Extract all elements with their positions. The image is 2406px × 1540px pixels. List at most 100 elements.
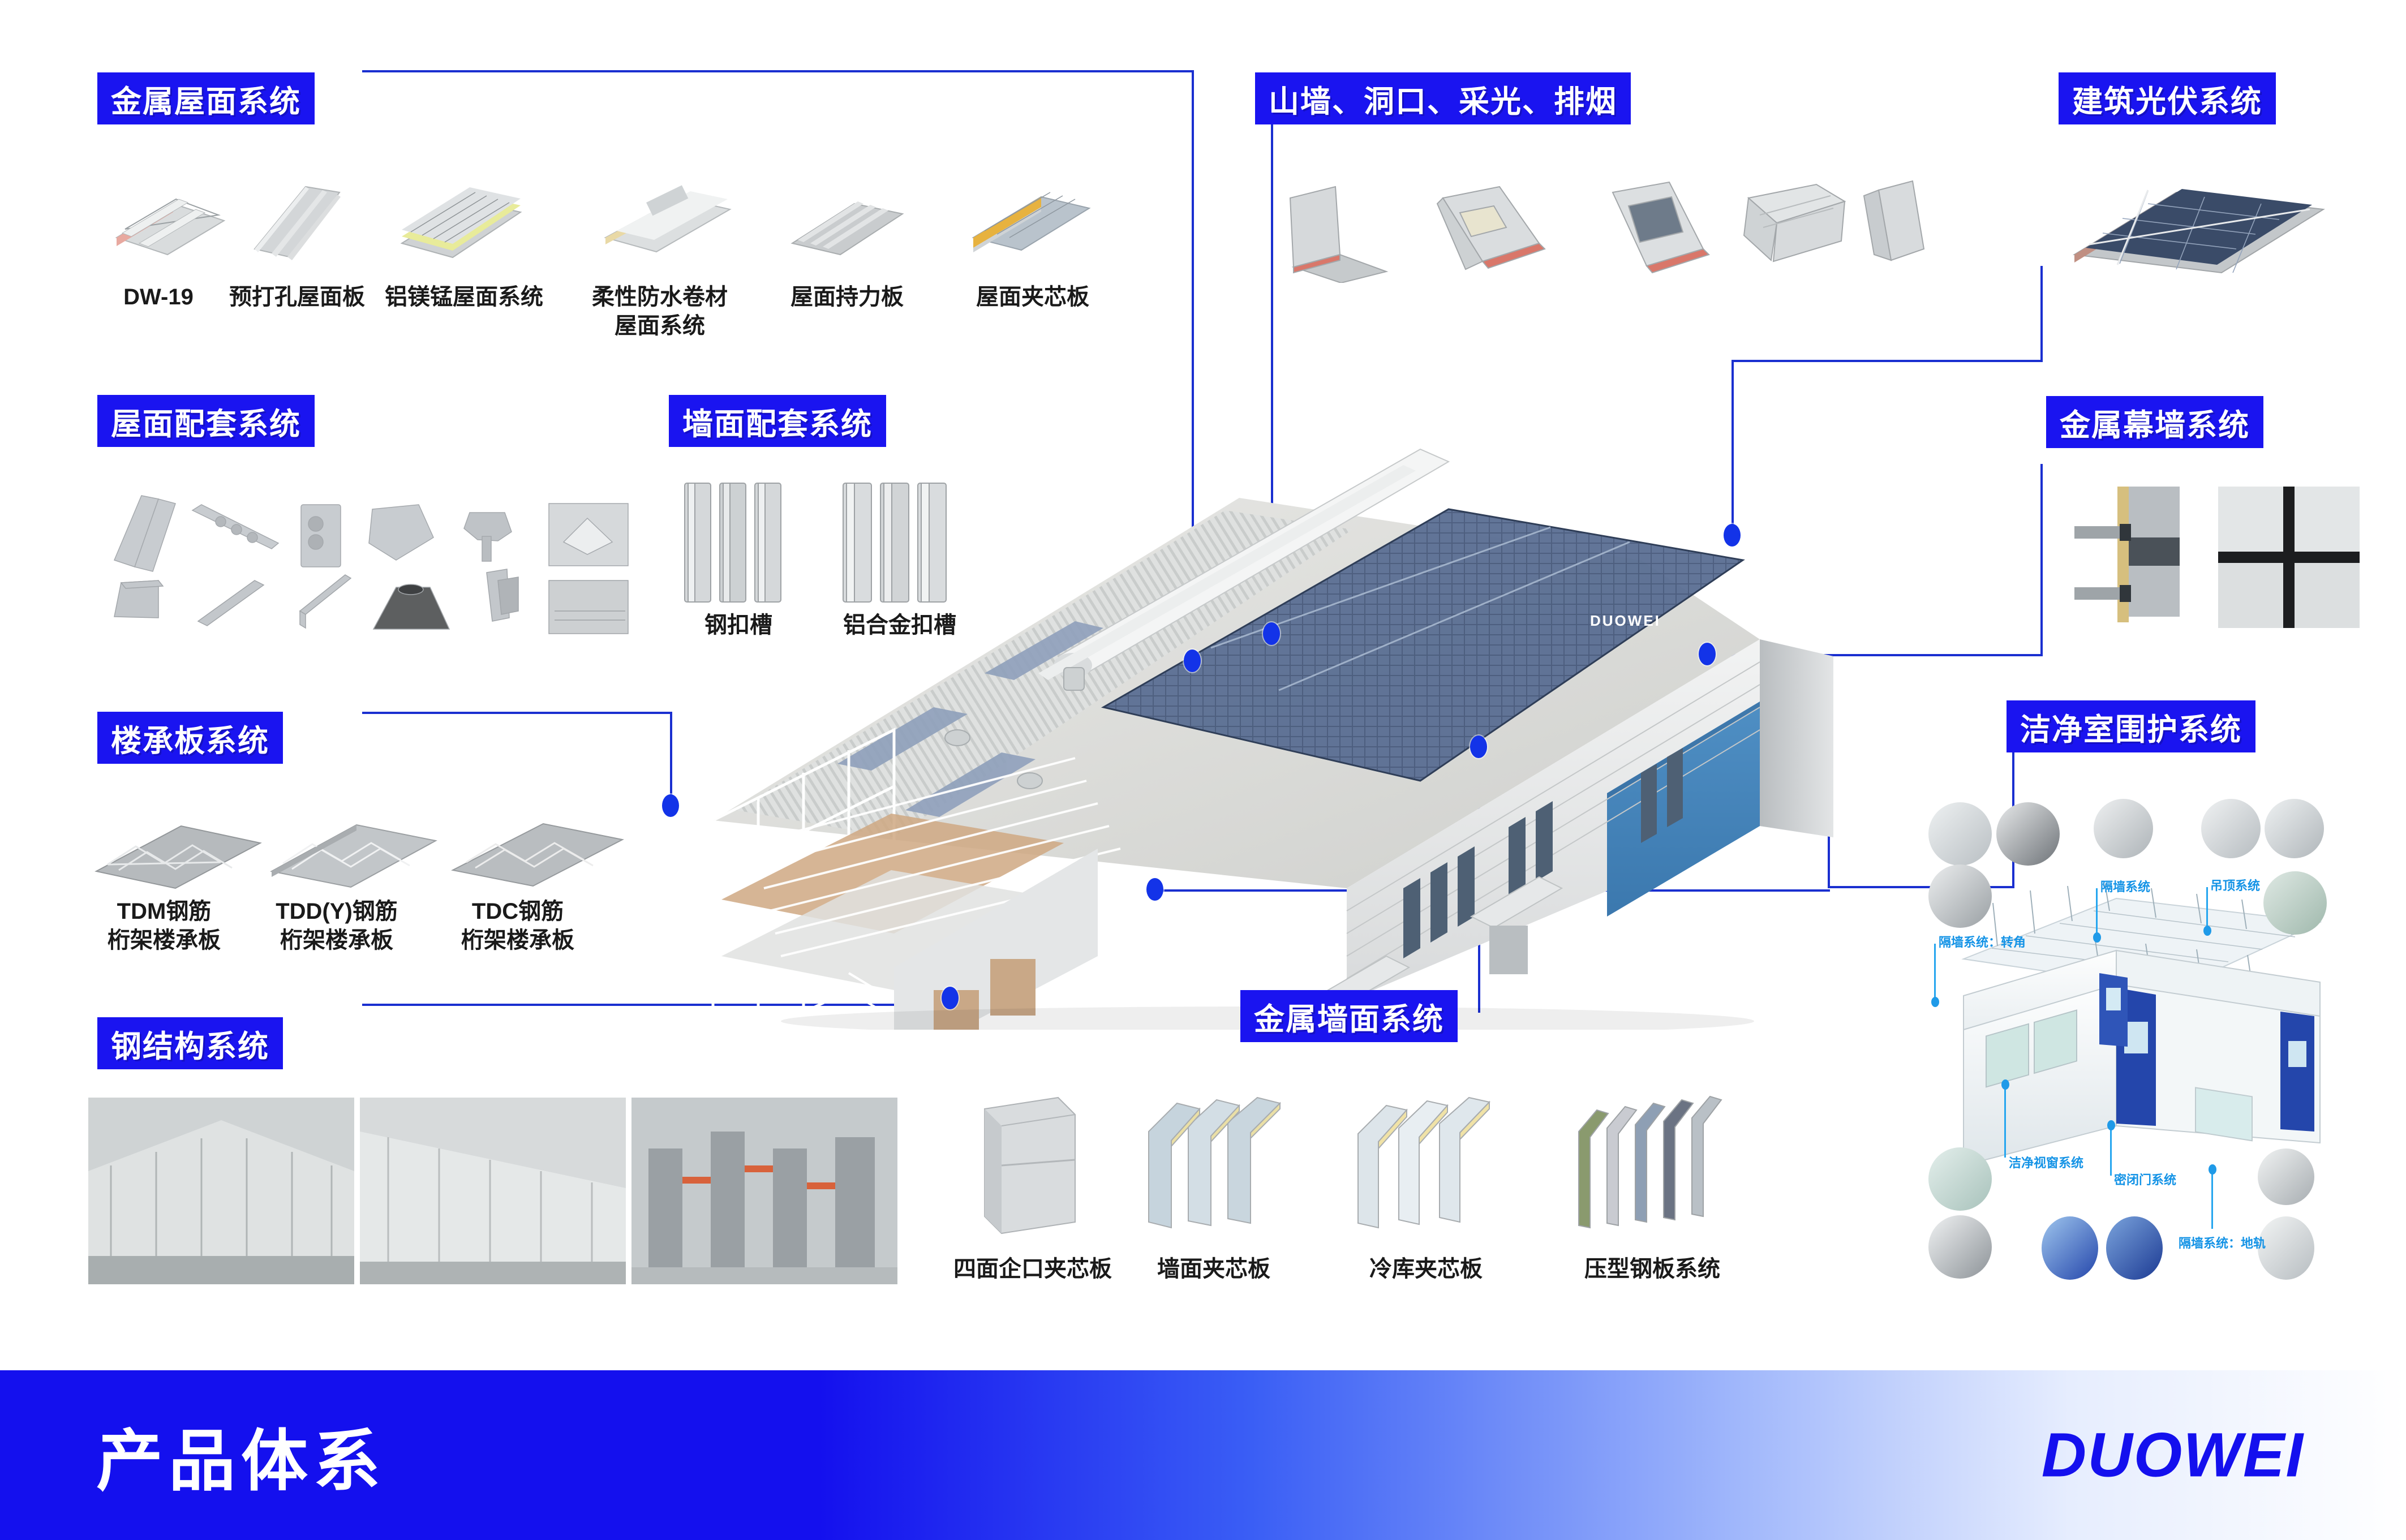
project-photo-steel-structure-1 bbox=[88, 1098, 354, 1284]
product-caption: DW-19 bbox=[123, 285, 194, 309]
connector-endpoint bbox=[1146, 878, 1163, 901]
connector-line bbox=[2040, 464, 2043, 656]
connector-endpoint bbox=[662, 794, 679, 817]
section-title-metal-wall[interactable]: 金属墙面系统 bbox=[1240, 990, 1458, 1042]
product-caption: 压型钢板系统 bbox=[1584, 1257, 1720, 1281]
connector-line bbox=[1732, 360, 1734, 535]
product-image-roof-sandwich-panel bbox=[962, 170, 1098, 272]
section-title-metal-curtain-wall[interactable]: 金属幕墙系统 bbox=[2046, 396, 2263, 448]
cleanroom-callout-dot bbox=[2209, 1164, 2216, 1175]
cleanroom-detail-photo bbox=[2094, 799, 2153, 858]
cleanroom-callout-line bbox=[1934, 944, 1936, 1003]
cleanroom-callout-line bbox=[2004, 1085, 2006, 1158]
cleanroom-label-window: 洁净视窗系统 bbox=[2009, 1156, 2084, 1170]
cleanroom-illustration bbox=[1930, 883, 2348, 1199]
product-caption: TDC钢筋 桁架楼承板 bbox=[461, 899, 574, 953]
product-image-roof-accessory-grid bbox=[102, 470, 651, 639]
connector-endpoint bbox=[1470, 735, 1487, 758]
product-image-four-side-tongue-groove-panel bbox=[968, 1092, 1092, 1239]
product-image-alu-mg-mn-roof bbox=[390, 170, 532, 272]
footer-title: 产品体系 bbox=[96, 1424, 386, 1499]
product-caption: 冷库夹芯板 bbox=[1369, 1257, 1483, 1281]
product-caption: 柔性防水卷材 屋面系统 bbox=[592, 285, 728, 339]
product-image-curtain-wall-joint bbox=[2218, 487, 2360, 628]
product-image-aluminium-buckle-groove bbox=[832, 475, 973, 611]
product-caption: 墙面夹芯板 bbox=[1157, 1257, 1270, 1281]
product-caption: 屋面夹芯板 bbox=[976, 285, 1089, 309]
product-image-wall-sandwich-panel bbox=[1137, 1092, 1301, 1239]
footer-bar: 产品体系 DUOWEI bbox=[0, 1370, 2406, 1540]
cleanroom-detail-photo bbox=[2263, 871, 2327, 935]
cleanroom-callout-line bbox=[2110, 1126, 2112, 1176]
cleanroom-detail-photo bbox=[2106, 1216, 2163, 1280]
cleanroom-callout-dot bbox=[1931, 997, 1939, 1007]
product-image-profiled-steel-plate-system bbox=[1567, 1092, 1737, 1245]
building-watermark: DUOWEI bbox=[1590, 612, 1661, 629]
product-image-cold-storage-sandwich-panel bbox=[1347, 1092, 1511, 1239]
section-title-metal-roof[interactable]: 金属屋面系统 bbox=[97, 72, 315, 124]
product-caption: TDD(Y)钢筋 桁架楼承板 bbox=[276, 899, 398, 953]
project-photo-steel-structure-3 bbox=[631, 1098, 897, 1284]
product-image-tdm-truss-deck bbox=[85, 792, 272, 894]
brand-logo: DUOWEI bbox=[2041, 1420, 2304, 1490]
cleanroom-callout-dot bbox=[2001, 1079, 2009, 1090]
cleanroom-detail-photo bbox=[1928, 1147, 1992, 1211]
cleanroom-label-floor-rail: 隔墙系统：地轨 bbox=[2179, 1236, 2266, 1250]
connector-endpoint bbox=[1699, 643, 1716, 665]
connector-endpoint bbox=[1263, 622, 1280, 645]
cleanroom-detail-photo bbox=[1996, 802, 2060, 866]
section-title-steel-structure[interactable]: 钢结构系统 bbox=[97, 1017, 283, 1069]
product-image-preperforated-roof-panel bbox=[238, 164, 356, 272]
section-title-gable-opening[interactable]: 山墙、洞口、采光、排烟 bbox=[1255, 72, 1631, 124]
connector-line bbox=[1828, 886, 2014, 888]
connector-line bbox=[362, 712, 672, 714]
connector-line bbox=[362, 70, 1194, 72]
connector-line bbox=[1271, 115, 1273, 636]
cleanroom-detail-photo bbox=[1928, 864, 1992, 928]
cleanroom-callout-dot bbox=[2107, 1120, 2115, 1130]
product-caption: TDM钢筋 桁架楼承板 bbox=[108, 899, 221, 953]
product-image-gable-opening-group bbox=[1273, 164, 1930, 283]
product-caption: 四面企口夹芯板 bbox=[953, 1257, 1112, 1281]
product-caption: 铝合金扣槽 bbox=[843, 613, 956, 638]
section-title-wall-accessories[interactable]: 墙面配套系统 bbox=[669, 395, 886, 447]
cleanroom-label-sealed-door: 密闭门系统 bbox=[2114, 1173, 2177, 1187]
cleanroom-label-partition: 隔墙系统 bbox=[2100, 880, 2151, 894]
product-caption: 预打孔屋面板 bbox=[229, 285, 365, 309]
cleanroom-callout-dot bbox=[2203, 926, 2211, 936]
cleanroom-callout-line bbox=[2211, 1170, 2213, 1229]
cleanroom-detail-photo bbox=[2265, 799, 2324, 858]
cleanroom-detail-photo bbox=[1928, 802, 1992, 866]
connector-endpoint bbox=[942, 987, 959, 1009]
cleanroom-detail-photo bbox=[2258, 1148, 2314, 1205]
cleanroom-callout-dot bbox=[2093, 932, 2101, 943]
connector-line bbox=[1192, 70, 1194, 664]
product-image-steel-buckle-groove bbox=[673, 475, 815, 611]
product-image-tddy-truss-deck bbox=[260, 792, 447, 894]
product-image-tdc-truss-deck bbox=[441, 792, 634, 894]
cleanroom-callout-line bbox=[2206, 887, 2208, 931]
product-caption: 屋面持力板 bbox=[790, 285, 904, 309]
connector-endpoint bbox=[1184, 649, 1201, 672]
connector-line bbox=[2040, 266, 2043, 362]
product-image-bipv-panel bbox=[2063, 170, 2335, 283]
product-image-curtain-wall-section bbox=[2063, 475, 2199, 634]
connector-line bbox=[1707, 654, 2042, 656]
product-image-roof-bearing-plate bbox=[781, 175, 911, 272]
section-title-bipv[interactable]: 建筑光伏系统 bbox=[2059, 72, 2276, 124]
connector-endpoint bbox=[1724, 524, 1741, 547]
connector-line bbox=[670, 712, 672, 808]
product-image-flexible-waterproof-roof bbox=[594, 170, 741, 272]
cleanroom-detail-photo bbox=[2201, 799, 2261, 858]
cleanroom-label-partition-corner: 隔墙系统：转角 bbox=[1939, 935, 2026, 949]
section-title-cleanroom[interactable]: 洁净室围护系统 bbox=[2007, 700, 2255, 752]
product-image-dw19 bbox=[105, 170, 235, 272]
cleanroom-detail-photo bbox=[2258, 1216, 2314, 1280]
cleanroom-label-ceiling: 吊顶系统 bbox=[2210, 879, 2261, 893]
product-caption: 钢扣槽 bbox=[704, 613, 772, 638]
section-title-roof-accessories[interactable]: 屋面配套系统 bbox=[97, 395, 315, 447]
cleanroom-detail-photo bbox=[2042, 1216, 2098, 1280]
connector-line bbox=[1732, 360, 2043, 362]
section-title-floor-deck[interactable]: 楼承板系统 bbox=[97, 712, 283, 764]
